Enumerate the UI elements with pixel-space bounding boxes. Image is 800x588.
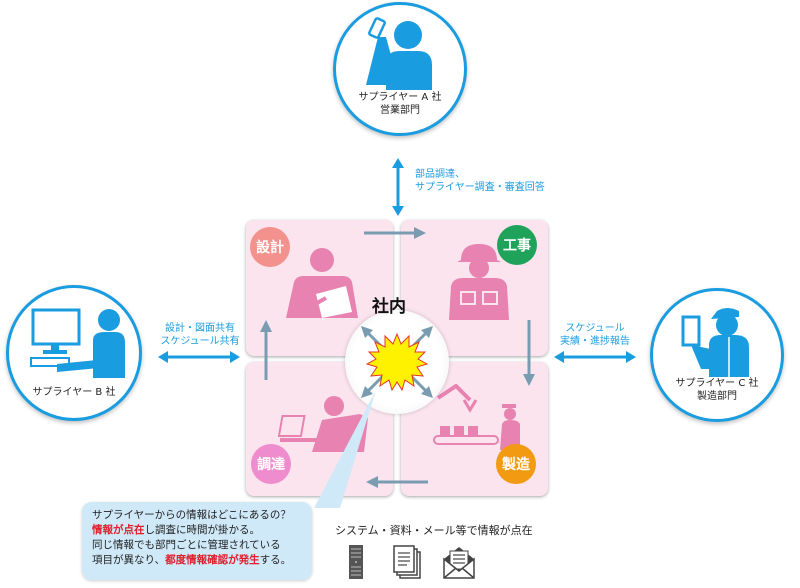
callout-pointer xyxy=(314,390,376,508)
factory-line-icon xyxy=(433,384,520,450)
supplier-b-circle: サプライヤー B 社 xyxy=(6,285,142,421)
callout-line-4: 項目が異なり、都度情報確認が発生する。 xyxy=(92,554,292,566)
supplier-a-dept: 営業部門 xyxy=(380,105,420,116)
supplier-c-dept: 製造部門 xyxy=(697,391,737,402)
construction-worker-icon xyxy=(449,244,509,320)
flow-c-label-1: スケジュール xyxy=(565,323,625,334)
callout-line-1: サプライヤーからの情報はどこにあるの？ xyxy=(92,509,291,521)
supplier-b-name: サプライヤー B 社 xyxy=(32,387,116,398)
person-computer-icon xyxy=(30,308,125,378)
flow-b-arrow xyxy=(158,351,240,363)
flow-b-label-2: スケジュール共有 xyxy=(160,336,240,347)
dept-badge-manufacturing: 製造 xyxy=(496,444,536,484)
supplier-a-name: サプライヤー A 社 xyxy=(358,92,442,103)
supplier-a-circle: サプライヤー A 社 営業部門 xyxy=(333,2,467,136)
mail-icon xyxy=(443,547,475,579)
worker-tablet-icon xyxy=(681,308,749,377)
scatter-title: システム・資料・メール等で情報が点在 xyxy=(335,524,533,537)
supplier-c-name: サプライヤー C 社 xyxy=(675,378,759,389)
callout-line-2: 情報が点在し調査に時間が掛かる。 xyxy=(92,524,260,536)
flow-a-arrow xyxy=(392,158,404,216)
burst-icon xyxy=(361,326,433,398)
designer-figure-icon xyxy=(286,248,358,318)
person-phone-icon xyxy=(366,17,432,90)
issue-callout: サプライヤーからの情報はどこにあるの？ 情報が点在し調査に時間が掛かる。 同じ情… xyxy=(82,502,312,580)
supplier-c-circle: サプライヤー C 社 製造部門 xyxy=(650,288,784,422)
flow-b-label-1: 設計・図面共有 xyxy=(165,323,235,334)
dept-badge-construction: 工事 xyxy=(497,225,537,265)
server-icon xyxy=(349,545,363,579)
flow-c-arrow xyxy=(554,351,636,363)
flow-a-label-1: 部品調達、 xyxy=(415,169,465,180)
flow-c-label-2: 実績・進捗報告 xyxy=(560,336,630,347)
flow-a-label-2: サプライヤー調査・審査回答 xyxy=(415,182,545,193)
dept-badge-design: 設計 xyxy=(250,227,290,267)
documents-icon xyxy=(393,545,421,579)
callout-line-3: 同じ情報でも部門ごとに管理されている xyxy=(92,539,281,551)
dept-badge-procurement: 調達 xyxy=(251,444,291,484)
cycle-arrows xyxy=(260,227,535,488)
center-label: 社内 xyxy=(372,297,406,317)
